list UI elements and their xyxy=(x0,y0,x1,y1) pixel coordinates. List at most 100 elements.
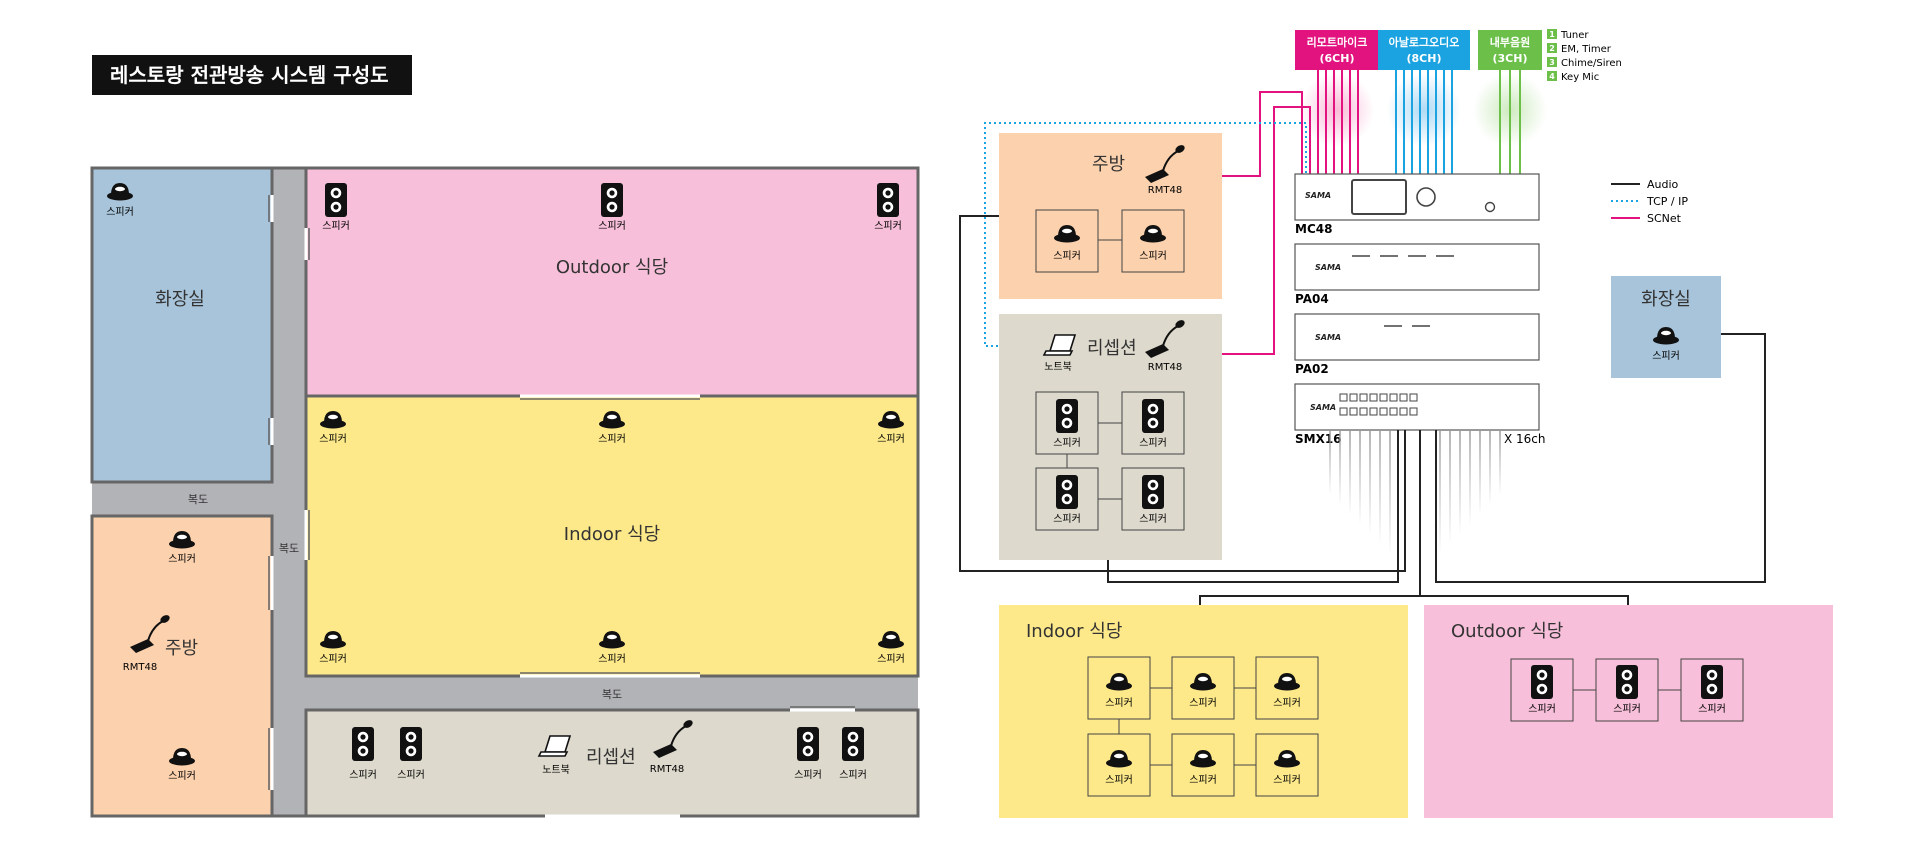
svg-text:스피커: 스피커 xyxy=(319,433,347,445)
svg-text:스피커: 스피커 xyxy=(1613,703,1641,715)
svg-text:스피커: 스피커 xyxy=(1139,437,1167,449)
svg-text:아날로그오디오: 아날로그오디오 xyxy=(1389,35,1460,49)
speaker: 스피커 xyxy=(874,183,902,232)
svg-text:SAMA: SAMA xyxy=(1315,263,1341,272)
speaker: 스피커 xyxy=(877,631,905,665)
room-restroom xyxy=(90,166,274,484)
speaker: 스피커 xyxy=(397,727,425,781)
svg-text:Indoor 식당: Indoor 식당 xyxy=(1026,621,1122,642)
svg-text:스피커: 스피커 xyxy=(874,220,902,232)
scnet-line xyxy=(1178,106,1311,355)
svg-text:스피커: 스피커 xyxy=(598,433,626,445)
input-badge-remote-mic: 리모트마이크 (6CH) xyxy=(1295,30,1379,70)
svg-text:스피커: 스피커 xyxy=(1189,697,1217,709)
microphone-icon: RMT48 xyxy=(650,717,696,775)
room-kitchen xyxy=(90,514,274,818)
microphone-icon: RMT48 xyxy=(1144,317,1188,373)
svg-text:스피커: 스피커 xyxy=(1652,350,1680,362)
zone-outdoor: Outdoor 식당 스피커 스피커 스피커 xyxy=(1424,605,1833,818)
svg-text:스피커: 스피커 xyxy=(1105,697,1133,709)
svg-text:스피커: 스피커 xyxy=(1698,703,1726,715)
room-label-outdoor: Outdoor 식당 xyxy=(556,257,668,278)
svg-text:SAMA: SAMA xyxy=(1315,333,1341,342)
svg-text:스피커: 스피커 xyxy=(839,769,867,781)
svg-text:SAMA: SAMA xyxy=(1305,191,1331,200)
svg-text:스피커: 스피커 xyxy=(1139,513,1167,525)
tcp-ip-line xyxy=(984,122,1307,347)
svg-text:Chime/Siren: Chime/Siren xyxy=(1561,58,1622,69)
speaker: 스피커 xyxy=(598,411,626,445)
svg-text:4: 4 xyxy=(1549,72,1555,81)
svg-text:X 16ch: X 16ch xyxy=(1504,432,1546,446)
svg-text:스피커: 스피커 xyxy=(349,769,377,781)
svg-text:스피커: 스피커 xyxy=(1053,250,1081,262)
svg-text:스피커: 스피커 xyxy=(1273,774,1301,786)
svg-text:주방: 주방 xyxy=(1092,154,1125,175)
svg-text:리모트마이크: 리모트마이크 xyxy=(1307,35,1368,49)
room-label-reception: 리셉션 xyxy=(586,747,636,768)
speaker: 스피커 xyxy=(319,631,347,665)
legend: Audio TCP / IP SCNet xyxy=(1611,178,1688,225)
speaker: 스피커 xyxy=(349,727,377,781)
svg-text:내부음원: 내부음원 xyxy=(1490,35,1530,49)
scnet-line xyxy=(1178,91,1303,177)
svg-text:SAMA: SAMA xyxy=(1310,403,1336,412)
svg-text:Key Mic: Key Mic xyxy=(1561,72,1599,83)
svg-text:PA04: PA04 xyxy=(1295,292,1329,306)
svg-text:2: 2 xyxy=(1549,44,1555,53)
svg-text:노트북: 노트북 xyxy=(1044,361,1072,373)
svg-text:리셉션: 리셉션 xyxy=(1087,338,1137,359)
svg-text:노트북: 노트북 xyxy=(542,764,570,776)
svg-text:RMT48: RMT48 xyxy=(123,662,157,673)
svg-text:RMT48: RMT48 xyxy=(1148,362,1182,373)
laptop-icon: 노트북 xyxy=(538,735,571,776)
svg-text:스피커: 스피커 xyxy=(1053,513,1081,525)
svg-text:스피커: 스피커 xyxy=(1053,437,1081,449)
page-title: 레스토랑 전관방송 시스템 구성도 xyxy=(110,63,389,87)
svg-text:스피커: 스피커 xyxy=(1105,774,1133,786)
legend-audio: Audio xyxy=(1647,178,1679,191)
corridor-left xyxy=(92,482,272,516)
room-label-indoor: Indoor 식당 xyxy=(564,524,660,545)
internal-source-list: 1 Tuner 2 EM, Timer 3 Chime/Siren 4 Key Mic xyxy=(1547,29,1622,83)
svg-text:(6CH): (6CH) xyxy=(1320,52,1355,65)
floor-plan: 화장실 주방 Outdoor 식당 Indoor 식당 리셉션 복도 복도 복도… xyxy=(90,166,920,818)
svg-text:Tuner: Tuner xyxy=(1560,30,1589,41)
svg-text:스피커: 스피커 xyxy=(877,653,905,665)
device-pa02: SAMA PA02 xyxy=(1294,313,1540,376)
svg-text:스피커: 스피커 xyxy=(168,770,196,782)
title-badge: 레스토랑 전관방송 시스템 구성도 xyxy=(92,55,412,95)
svg-text:SMX16: SMX16 xyxy=(1295,432,1342,446)
legend-tcp-ip: TCP / IP xyxy=(1646,195,1688,208)
input-badge-internal-source: 내부음원 (3CH) xyxy=(1478,30,1542,70)
output-cables xyxy=(1260,430,1545,556)
corridor-label: 복도 xyxy=(188,493,208,506)
svg-text:EM, Timer: EM, Timer xyxy=(1561,44,1612,55)
svg-text:RMT48: RMT48 xyxy=(1148,185,1182,196)
svg-text:MC48: MC48 xyxy=(1295,222,1332,236)
svg-text:1: 1 xyxy=(1549,30,1555,39)
zone-indoor: Indoor 식당 스피커 스피커 스피커 스피커 스피커 스피커 xyxy=(999,605,1408,818)
speaker: 스피커 xyxy=(839,727,867,781)
svg-text:Outdoor 식당: Outdoor 식당 xyxy=(1451,621,1563,642)
laptop-icon: 노트북 xyxy=(1043,334,1076,373)
device-mc48: SAMA MC48 xyxy=(1294,173,1540,236)
svg-text:(3CH): (3CH) xyxy=(1493,52,1528,65)
svg-text:3: 3 xyxy=(1549,58,1555,67)
speaker: 스피커 xyxy=(322,183,350,232)
device-smx16: SAMA SMX16 X 16ch xyxy=(1294,383,1546,446)
zone-kitchen: 주방 RMT48 스피커 스피커 xyxy=(999,133,1222,299)
svg-text:(8CH): (8CH) xyxy=(1407,52,1442,65)
speaker: 스피커 xyxy=(168,531,196,565)
speaker: 스피커 xyxy=(794,727,822,781)
speaker: 스피커 xyxy=(168,748,196,782)
svg-text:스피커: 스피커 xyxy=(106,206,134,218)
room-label-kitchen: 주방 xyxy=(165,638,198,659)
zone-restroom: 화장실 스피커 xyxy=(1611,276,1721,378)
svg-text:스피커: 스피커 xyxy=(319,653,347,665)
input-badge-analog-audio: 아날로그오디오 (8CH) xyxy=(1378,30,1470,70)
speaker: 스피커 xyxy=(598,631,626,665)
corridor-bottom xyxy=(306,676,918,710)
